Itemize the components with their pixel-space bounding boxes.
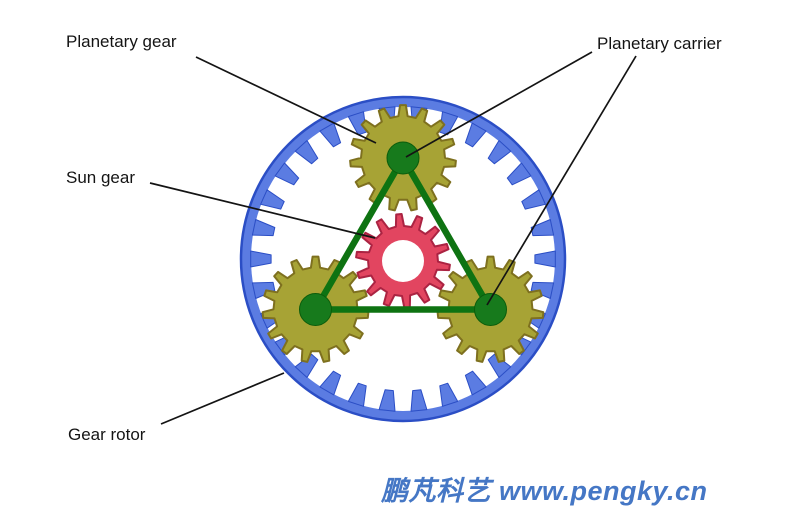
leader-gear-rotor (160, 372, 285, 425)
label-sun-gear: Sun gear (66, 168, 135, 187)
carrier-hub-3 (474, 293, 507, 326)
label-gear-rotor: Gear rotor (68, 425, 146, 444)
leader-sun-gear (149, 182, 376, 239)
label-planetary-gear: Planetary gear (66, 32, 177, 51)
leader-planetary-gear (195, 56, 377, 144)
sun-gear-bore (382, 240, 424, 282)
watermark-pengky: 鹏芃科艺 www.pengky.cn (381, 476, 708, 506)
carrier-hub-1 (386, 141, 420, 175)
leader-planetary-carrier-1 (405, 51, 593, 158)
leader-planetary-carrier-2 (486, 55, 637, 306)
label-planetary-carrier: Planetary carrier (597, 34, 722, 53)
carrier-hub-2 (299, 293, 332, 326)
